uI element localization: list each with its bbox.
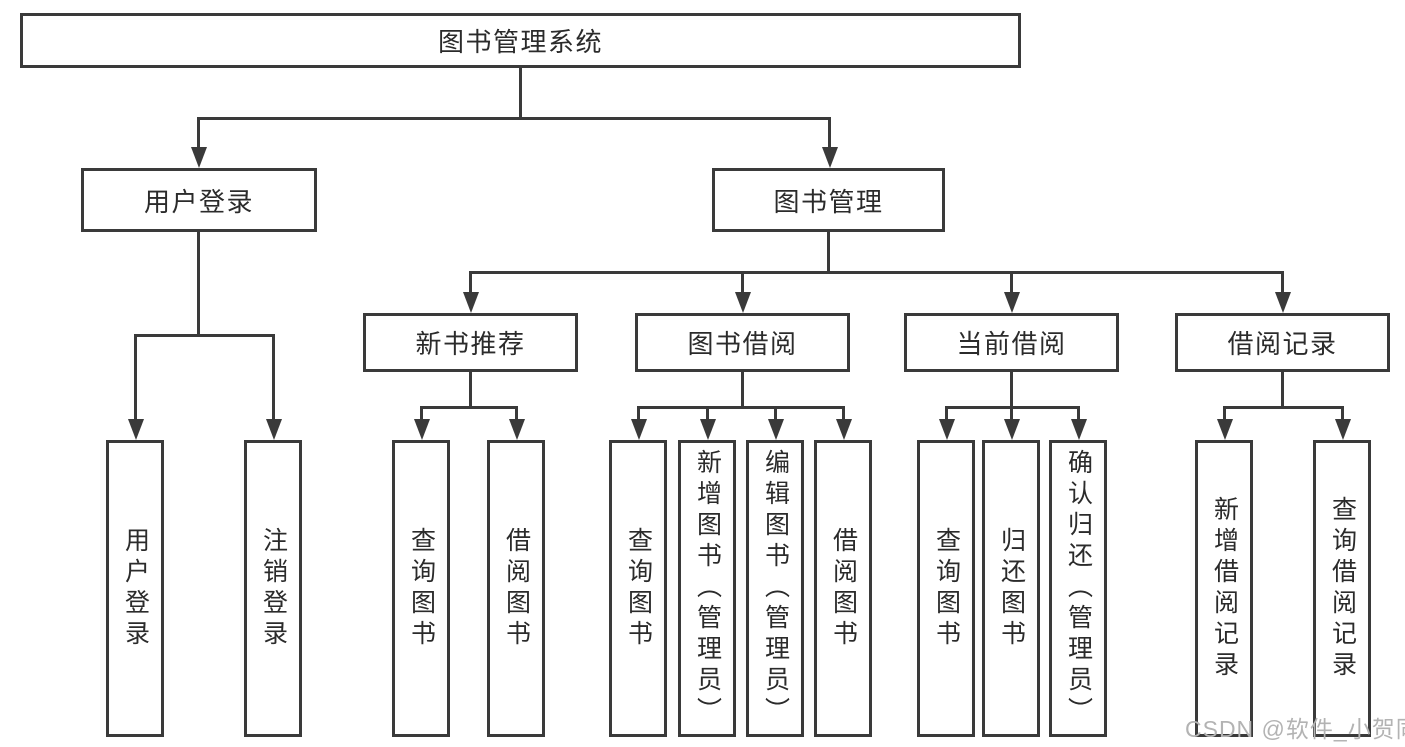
leaf-records-add-record-label: 新增借阅记录 [1210, 495, 1239, 682]
arrow-borrow-leaf-4 [835, 406, 852, 440]
leaf-borrow-query-books-label: 查询图书 [624, 526, 653, 651]
leaf-recommend-borrow-books-label: 借阅图书 [502, 526, 531, 651]
node-user-login-label: 用户登录 [143, 186, 254, 217]
node-borrowing-records-label: 借阅记录 [1227, 329, 1338, 359]
connector-records-hline [1223, 406, 1343, 409]
arrow-records-leaf-1 [1216, 406, 1233, 440]
leaf-user-login: 用户登录 [106, 440, 164, 737]
arrow-recommend-leaf-1 [413, 406, 430, 440]
leaf-current-query-books-label: 查询图书 [932, 526, 961, 651]
leaf-borrow-add-books-admin-label: 新增图书（管理员） [693, 449, 722, 728]
leaf-current-query-books: 查询图书 [917, 440, 975, 737]
arrow-to-book-borrowing [734, 271, 751, 313]
node-new-book-recommendation-label: 新书推荐 [415, 329, 526, 359]
arrow-recommend-leaf-2 [508, 406, 525, 440]
node-borrowing-records: 借阅记录 [1175, 313, 1390, 372]
connector-level3-hline [469, 271, 1284, 274]
leaf-borrow-edit-books-admin-label: 编辑图书（管理员） [761, 449, 790, 728]
root-node: 图书管理系统 [20, 13, 1021, 68]
arrow-to-user-login [190, 117, 207, 168]
arrow-current-leaf-1 [938, 406, 955, 440]
arrow-current-leaf-2 [1003, 406, 1020, 440]
leaf-user-login-label: 用户登录 [121, 526, 150, 651]
leaf-records-query-record: 查询借阅记录 [1313, 440, 1371, 737]
leaf-logout: 注销登录 [244, 440, 302, 737]
arrow-current-leaf-3 [1070, 406, 1087, 440]
leaf-records-query-record-label: 查询借阅记录 [1328, 495, 1357, 682]
arrow-to-borrowing-records [1274, 271, 1291, 313]
leaf-borrow-edit-books-admin: 编辑图书（管理员） [746, 440, 804, 737]
connector-user-login-stem [197, 232, 200, 335]
leaf-current-confirm-return-admin-label: 确认归还（管理员） [1064, 449, 1093, 728]
leaf-logout-label: 注销登录 [259, 526, 288, 651]
connector-borrow-hline [637, 406, 844, 409]
node-book-borrowing-label: 图书借阅 [687, 329, 798, 359]
arrow-borrow-leaf-2 [699, 406, 716, 440]
connector-user-leaves-hline [134, 334, 275, 337]
node-new-book-recommendation: 新书推荐 [363, 313, 578, 372]
arrow-to-leaf-user-login [127, 334, 144, 440]
connector-book-management-stem [827, 232, 830, 273]
node-current-borrowing: 当前借阅 [904, 313, 1119, 372]
connector-current-stem [1010, 372, 1013, 408]
arrow-to-new-book-recommendation [462, 271, 479, 313]
leaf-recommend-query-books-label: 查询图书 [407, 526, 436, 651]
leaf-current-return-books: 归还图书 [982, 440, 1040, 737]
leaf-records-add-record: 新增借阅记录 [1195, 440, 1253, 737]
connector-records-stem [1281, 372, 1284, 408]
connector-level2-hline [197, 117, 831, 120]
leaf-current-return-books-label: 归还图书 [997, 526, 1026, 651]
leaf-borrow-add-books-admin: 新增图书（管理员） [678, 440, 736, 737]
connector-recommend-stem [469, 372, 472, 408]
connector-borrow-stem [741, 372, 744, 408]
leaf-recommend-query-books: 查询图书 [392, 440, 450, 737]
arrow-to-current-borrowing [1003, 271, 1020, 313]
arrow-borrow-leaf-1 [630, 406, 647, 440]
node-user-login: 用户登录 [81, 168, 317, 232]
arrow-borrow-leaf-3 [767, 406, 784, 440]
node-book-management-label: 图书管理 [773, 186, 884, 217]
connector-root-stem [519, 68, 522, 118]
csdn-watermark: CSDN @软件_小贺同学 [1185, 716, 1405, 742]
leaf-borrow-borrow-books: 借阅图书 [814, 440, 872, 737]
node-book-borrowing: 图书借阅 [635, 313, 850, 372]
leaf-borrow-query-books: 查询图书 [609, 440, 667, 737]
arrow-records-leaf-2 [1334, 406, 1351, 440]
leaf-borrow-borrow-books-label: 借阅图书 [829, 526, 858, 651]
leaf-current-confirm-return-admin: 确认归还（管理员） [1049, 440, 1107, 737]
arrow-to-book-management [821, 117, 838, 168]
node-book-management: 图书管理 [712, 168, 945, 232]
leaf-recommend-borrow-books: 借阅图书 [487, 440, 545, 737]
connector-recommend-hline [420, 406, 517, 409]
node-current-borrowing-label: 当前借阅 [956, 329, 1067, 359]
arrow-to-leaf-logout [265, 334, 282, 440]
root-label: 图书管理系统 [437, 27, 603, 57]
